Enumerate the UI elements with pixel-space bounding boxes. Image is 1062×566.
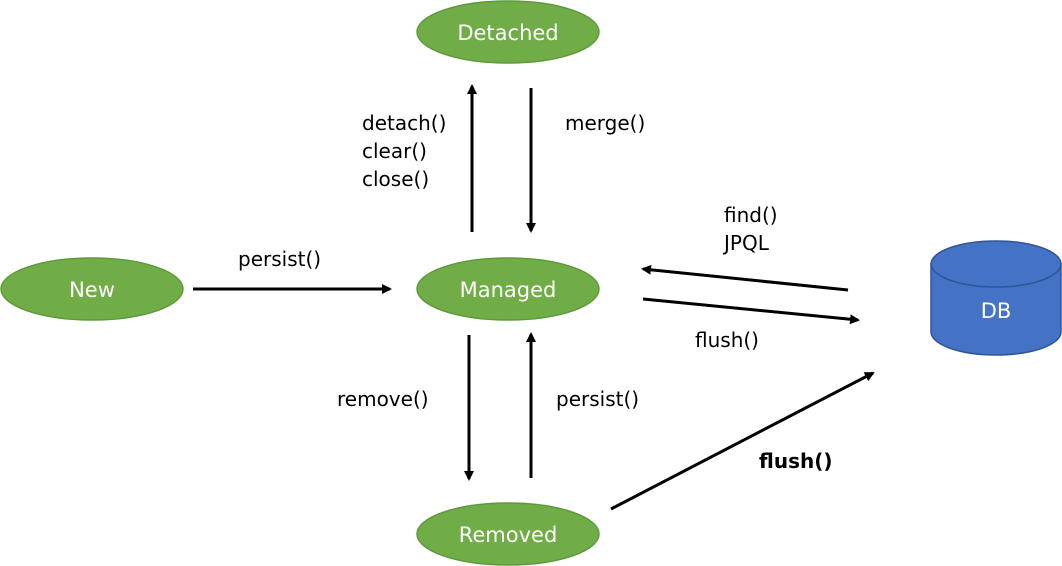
label-removed-to-managed: persist() xyxy=(556,387,639,411)
state-managed: Managed xyxy=(416,257,600,321)
label-removed-to-db: flush() xyxy=(759,449,833,473)
label-db-to-managed-2: JPQL xyxy=(722,231,770,255)
arrow-managed-to-db xyxy=(642,297,860,325)
label-db-to-managed-1: find() xyxy=(724,203,778,227)
label-detached-to-managed: merge() xyxy=(565,111,645,135)
database-cylinder: DB xyxy=(930,240,1062,356)
label-managed-to-db: flush() xyxy=(695,328,759,352)
state-managed-label: Managed xyxy=(460,278,557,302)
state-new-label: New xyxy=(69,278,115,302)
state-detached-label: Detached xyxy=(457,21,558,45)
state-new: New xyxy=(0,257,184,321)
database-label: DB xyxy=(981,299,1012,323)
label-managed-to-detached-3: close() xyxy=(362,167,429,191)
label-managed-to-removed: remove() xyxy=(337,387,429,411)
label-managed-to-detached-1: detach() xyxy=(362,111,446,135)
state-detached: Detached xyxy=(416,0,600,64)
label-new-to-managed: persist() xyxy=(238,247,321,271)
state-removed: Removed xyxy=(416,502,600,566)
label-managed-to-detached-2: clear() xyxy=(362,139,427,163)
arrow-removed-to-db xyxy=(610,371,875,511)
arrow-db-to-managed xyxy=(641,264,849,292)
state-removed-label: Removed xyxy=(459,523,558,547)
